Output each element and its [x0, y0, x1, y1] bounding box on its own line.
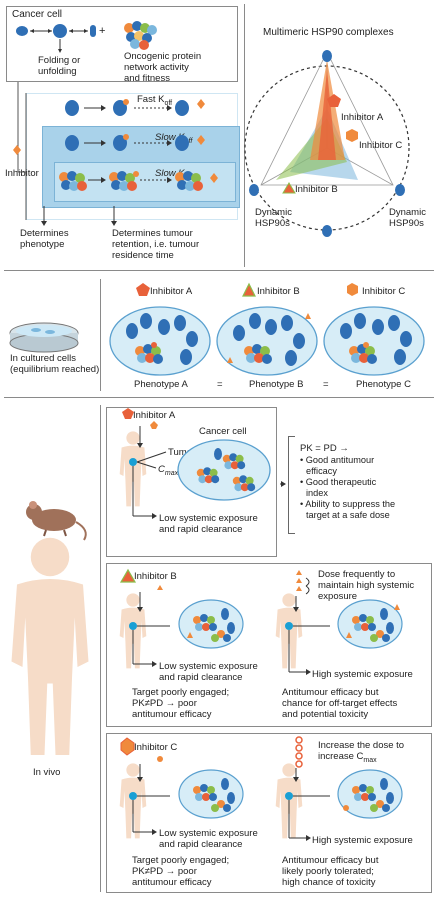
cultured-label-1: In cultured cells — [10, 353, 77, 364]
phenotype-c: Phenotype C — [356, 379, 411, 390]
b-right-outcome-1: chance for off-target effects — [282, 698, 398, 709]
plus-sign: + — [99, 25, 106, 37]
cancer-cell-label: Cancer cell — [12, 9, 63, 20]
a-tumour: Tumour — [168, 447, 201, 458]
a-low-exposure-2: and rapid clearance — [159, 524, 243, 535]
folding-label-1: Folding or — [38, 55, 81, 66]
eq-2: = — [323, 379, 329, 390]
b-low-exposure-2: and rapid clearance — [159, 672, 243, 683]
inhibitor-label: Inhibitor — [5, 168, 39, 179]
hsp90-molecule — [16, 26, 28, 36]
cell-b — [216, 306, 318, 376]
oncogenic-label-2: network activity — [124, 62, 189, 73]
b-dose-3: exposure — [318, 591, 358, 602]
determines-retention-2: retention, i.e. tumour — [112, 239, 200, 250]
invivo-divider — [100, 405, 101, 892]
eq-1: = — [217, 379, 223, 390]
complexes-title: Multimeric HSP90 complexes — [263, 27, 394, 38]
oncogenic-label-3: and fitness — [124, 73, 170, 84]
c-right-outcome-0: Antitumour efficacy but — [282, 855, 379, 866]
b-dose-2: maintain high systemic — [318, 580, 415, 591]
complexes-inhibitor-b: Inhibitor B — [295, 184, 338, 195]
b-low-exposure-1: Low systemic exposure — [159, 661, 258, 672]
b-inhibitor: Inhibitor B — [134, 571, 177, 582]
cell-a — [109, 306, 211, 376]
cancer-cell-box — [6, 6, 238, 82]
cell-c — [323, 306, 425, 376]
a-bullet-1: efficacy — [306, 466, 337, 476]
phenotype-a: Phenotype A — [134, 379, 188, 390]
c-dose-2: increase Cmax — [318, 751, 377, 764]
c-left-outcome-1: PK≠PD → poor — [132, 866, 197, 877]
c-left-outcome-0: Target poorly engaged; — [132, 855, 230, 866]
pk-bracket — [288, 436, 295, 534]
oncogenic-complex — [124, 21, 157, 50]
a-bullet-3: index — [306, 488, 328, 498]
a-cancer-cell: Cancer cell — [199, 426, 247, 437]
c-right-outcome-1: likely poorly tolerated; — [282, 866, 374, 877]
human-silhouette — [11, 537, 89, 755]
dynamic-right-1: Dynamic — [389, 207, 426, 218]
b-dose-1: Dose frequently to — [318, 569, 396, 580]
a-pkpd: PK = PD → — [300, 443, 349, 454]
c-left-outcome-2: antitumour efficacy — [132, 877, 212, 888]
triangle-icon — [282, 182, 296, 194]
determines-phenotype-2: phenotype — [20, 239, 65, 250]
pentagon-icon — [327, 94, 341, 107]
complexes-inhibitor-a: Inhibitor A — [341, 112, 384, 123]
inhibitor-diamond — [13, 145, 21, 155]
oncogenic-label-1: Oncogenic protein — [124, 51, 202, 62]
a-bullet-4: • Ability to suppress the — [300, 499, 396, 509]
dynamic-left-2: HSP90s — [255, 218, 290, 229]
complexes-inhibitor-c: Inhibitor C — [359, 140, 403, 151]
b-left-outcome-0: Target poorly engaged; — [132, 687, 230, 698]
cultured-inhibitor-c: Inhibitor C — [362, 286, 406, 297]
folding-label-2: unfolding — [38, 66, 77, 77]
a-bullet-2: • Good therapeutic — [300, 477, 377, 487]
phenotype-b: Phenotype B — [249, 379, 304, 390]
a-cmax: Cmax — [158, 464, 179, 477]
b-right-outcome-2: and potential toxicity — [282, 709, 369, 720]
b-right-outcome-0: Antitumour efficacy but — [282, 687, 379, 698]
b-high-exposure: High systemic exposure — [312, 669, 413, 680]
cultured-inhibitor-a: Inhibitor A — [150, 286, 193, 297]
c-high-exposure: High systemic exposure — [312, 835, 413, 846]
c-dose-1: Increase the dose to — [318, 740, 405, 751]
determines-retention-3: residence time — [112, 250, 174, 261]
cultured-divider — [100, 279, 101, 391]
a-bullet-0: • Good antitumour — [300, 455, 375, 465]
mouse-icon — [26, 501, 87, 541]
determines-retention-1: Determines tumour — [112, 228, 193, 239]
c-low-exposure-2: and rapid clearance — [159, 839, 243, 850]
a-bullet-5: target at a safe dose — [306, 510, 390, 520]
a-low-exposure-1: Low systemic exposure — [159, 513, 258, 524]
determines-phenotype-1: Determines — [20, 228, 69, 239]
dynamic-right-2: HSP90s — [389, 218, 424, 229]
dynamic-left-1: Dynamic — [255, 207, 292, 218]
c-low-exposure-1: Low systemic exposure — [159, 828, 258, 839]
invivo-label: In vivo — [33, 767, 61, 778]
cultured-label-2: (equilibrium reached) — [10, 364, 100, 375]
b-left-outcome-1: PK≠PD → poor — [132, 698, 197, 709]
c-right-outcome-2: high chance of toxicity — [282, 877, 376, 888]
lobe-red — [318, 70, 336, 160]
fast-koff-label: Fast Koff — [137, 94, 173, 107]
hexagon-icon — [346, 129, 358, 142]
c-inhibitor: Inhibitor C — [134, 742, 178, 753]
a-inhibitor: Inhibitor A — [133, 410, 176, 421]
b-left-outcome-2: antitumour efficacy — [132, 709, 212, 720]
cultured-inhibitor-b: Inhibitor B — [257, 286, 300, 297]
